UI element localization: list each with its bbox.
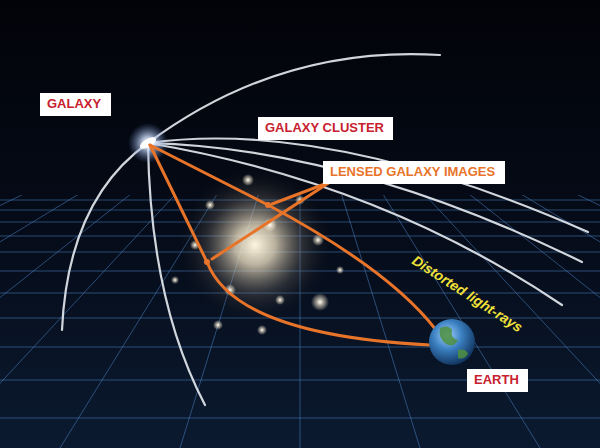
label-text: GALAXY CLUSTER: [265, 120, 386, 136]
label-text: GALAXY: [47, 96, 104, 112]
label-box: EARTH: [467, 369, 528, 392]
label-text: EARTH: [474, 372, 521, 388]
label-text: LENSED GALAXY IMAGES: [330, 164, 498, 180]
label-box: LENSED GALAXY IMAGES: [323, 161, 505, 184]
label-box: GALAXY: [40, 93, 111, 116]
label-box: GALAXY CLUSTER: [258, 117, 393, 140]
